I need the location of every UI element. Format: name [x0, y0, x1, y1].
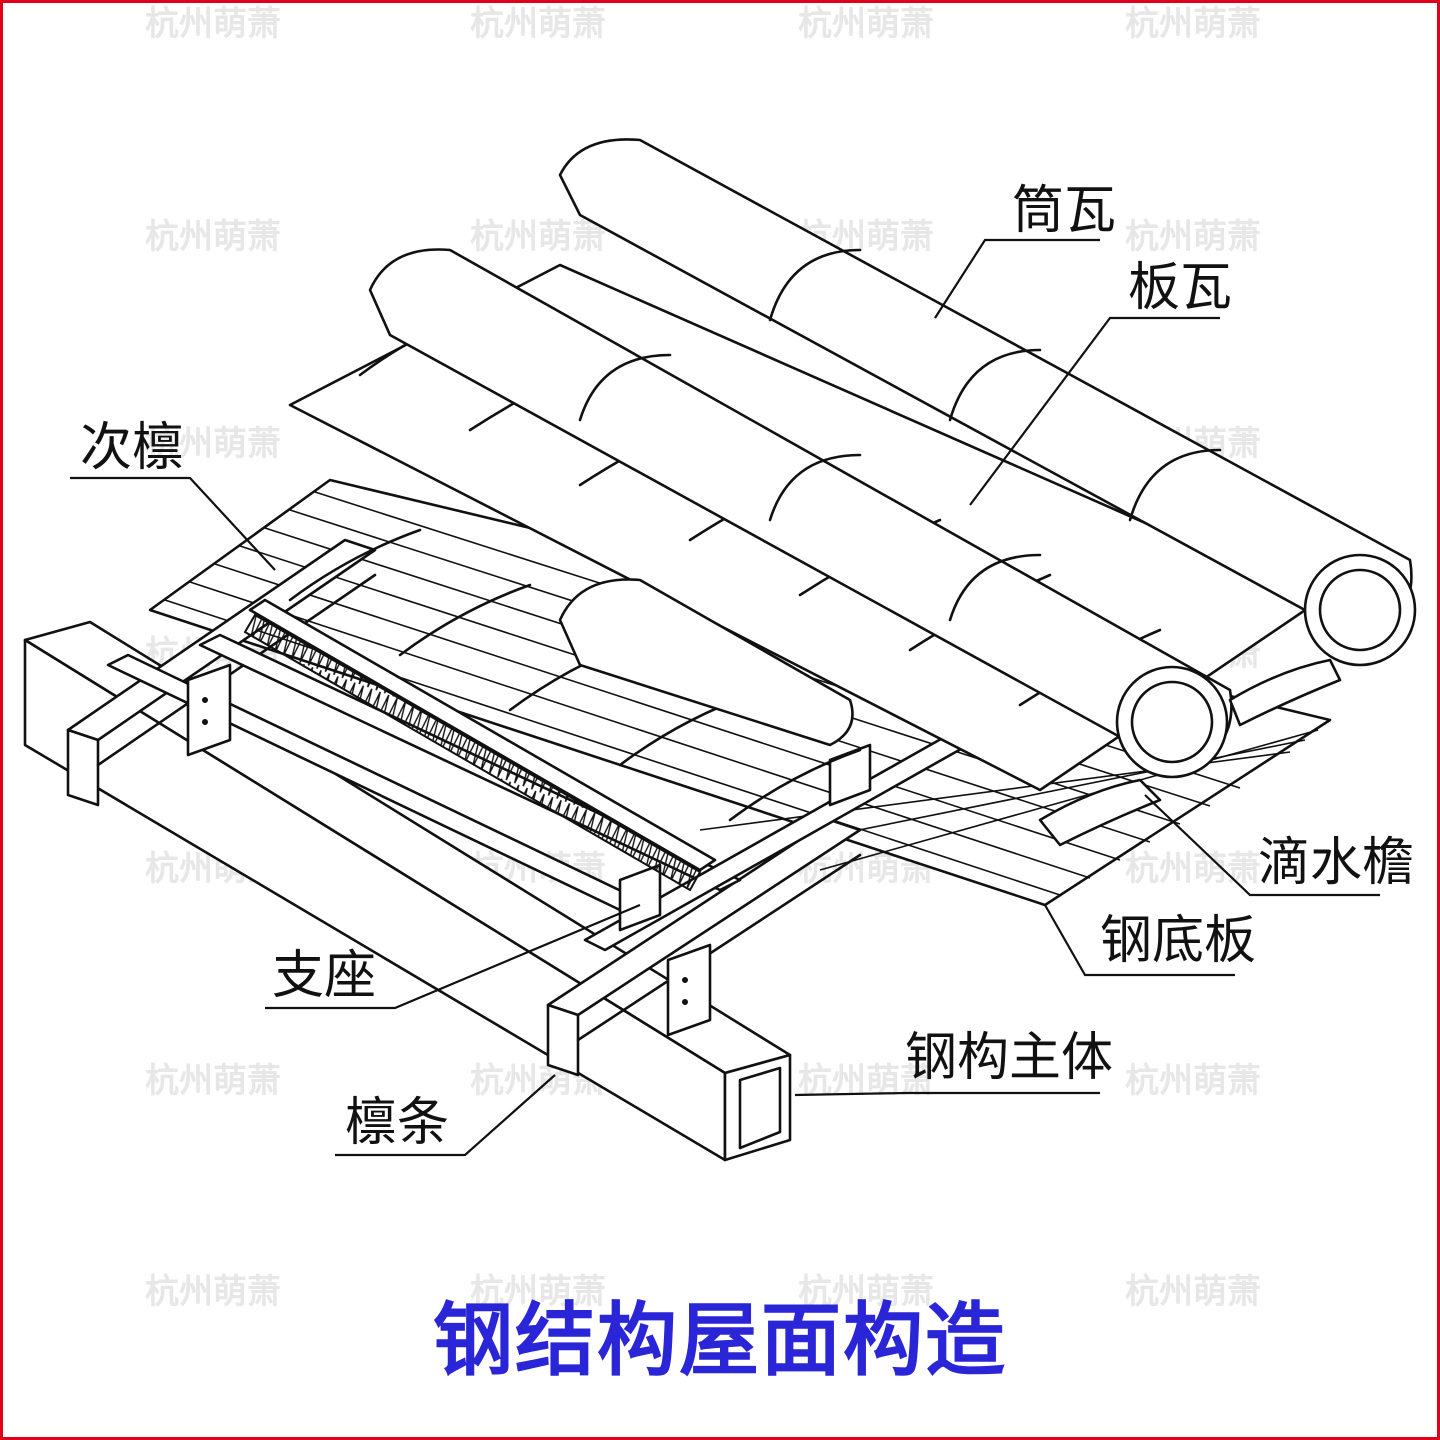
- watermark-text: 杭州萌萧: [145, 4, 281, 44]
- watermark-text: 杭州萌萧: [1125, 1272, 1261, 1312]
- barrel-tile-row-middle: [368, 248, 1233, 779]
- support-bracket: [186, 663, 872, 1037]
- label-steel-deck: 钢底板: [1100, 911, 1256, 971]
- watermark-text: 杭州萌萧: [1125, 849, 1261, 889]
- watermark-text: 杭州萌萧: [470, 1272, 606, 1312]
- label-purlin: 檩条: [345, 1093, 449, 1153]
- barrel-tile-row-front: [558, 578, 854, 747]
- label-barrel-tile: 筒瓦: [1012, 181, 1116, 241]
- watermark-text: 杭州萌萧: [798, 4, 934, 44]
- watermark-text: 杭州萌萧: [798, 1272, 934, 1312]
- label-secondary-purlin: 次檩: [80, 418, 184, 478]
- watermark-text: 杭州萌萧: [145, 217, 281, 257]
- watermark-text: 杭州萌萧: [1125, 217, 1261, 257]
- label-flat-tile: 板瓦: [1128, 258, 1232, 318]
- watermark-text: 杭州萌萧: [145, 424, 281, 464]
- watermark-text: 杭州萌萧: [470, 4, 606, 44]
- label-support: 支座: [272, 946, 376, 1006]
- barrel-tile-row-top: [558, 138, 1417, 667]
- watermark-text: 杭州萌萧: [1125, 1061, 1261, 1101]
- label-steel-main-structure: 钢构主体: [905, 1028, 1113, 1088]
- leader-lines: [70, 238, 1380, 1157]
- eave-comb-strip: [243, 598, 717, 892]
- watermark-text: 杭州萌萧: [470, 217, 606, 257]
- label-drip-eave: 滴水檐: [1258, 833, 1414, 893]
- drip-eave-ornaments: [1038, 658, 1342, 847]
- watermark-text: 杭州萌萧: [145, 1272, 281, 1312]
- watermark-text: 杭州萌萧: [1125, 4, 1261, 44]
- watermark-text: 杭州萌萧: [145, 1061, 281, 1101]
- diagram-title: 钢结构屋面构造: [433, 1294, 1007, 1387]
